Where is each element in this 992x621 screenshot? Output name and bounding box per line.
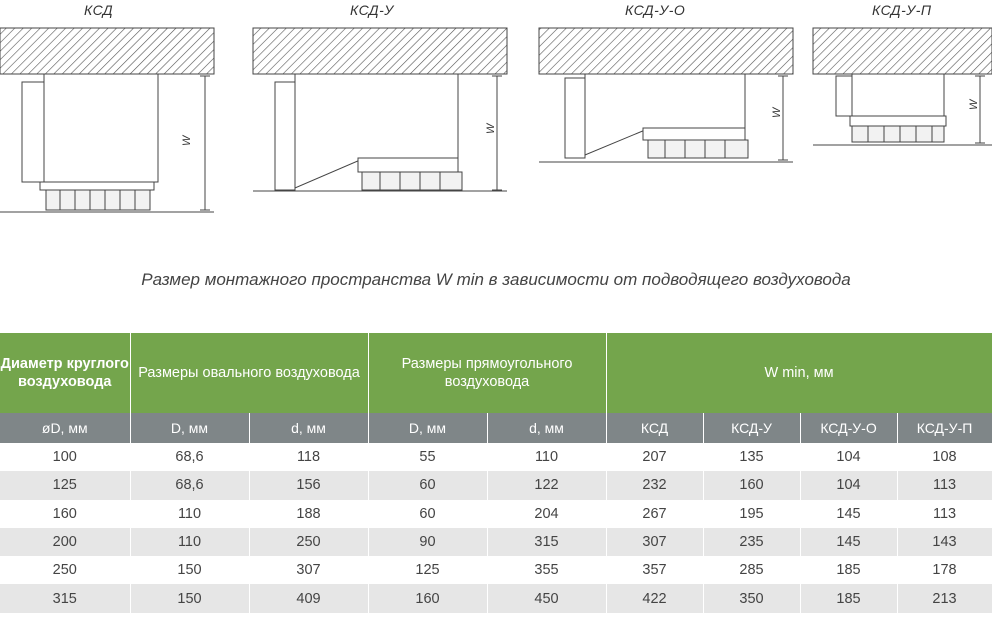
table-cell: 207: [606, 443, 704, 472]
table-cell: 250: [249, 527, 369, 557]
table-cell: 145: [800, 527, 898, 557]
dim-label-ksd: W: [181, 134, 193, 146]
table-cell: 160: [0, 499, 131, 528]
table-cell: 135: [703, 443, 801, 472]
table-cell: 122: [487, 471, 607, 500]
table-cell: 113: [897, 499, 992, 528]
table-cell: 125: [0, 471, 131, 500]
table-cell: 450: [487, 584, 607, 613]
sub-header: D, мм: [368, 413, 488, 443]
diagram-title-ksd-u: КСД-У: [350, 2, 394, 18]
table-cell: 267: [606, 499, 704, 528]
table-cell: 213: [897, 584, 992, 613]
table-cell: 150: [130, 556, 250, 585]
diagrams-drawing: W W W W: [0, 27, 992, 213]
table-cell: 195: [703, 499, 801, 528]
table-cell: 110: [130, 527, 250, 557]
group-header-oval: Размеры овального воздуховода: [130, 333, 369, 413]
table-cell: 232: [606, 471, 704, 500]
table-cell: 104: [800, 443, 898, 472]
table-cell: 178: [897, 556, 992, 585]
table-cell: 100: [0, 443, 131, 472]
table-cell: 156: [249, 471, 369, 500]
diagram-ksd: [0, 27, 215, 213]
group-header-rect: Размеры прямоугольного воздуховода: [368, 333, 607, 413]
dim-label-ksd-u: W: [485, 122, 497, 134]
sub-header: КСД-У-О: [800, 413, 898, 443]
sub-header: КСД-У-П: [897, 413, 992, 443]
dim-label-ksd-u-p: W: [968, 98, 980, 110]
diagram-ksd-u-o: [538, 27, 794, 163]
table-cell: 357: [606, 556, 704, 585]
table-cell: 315: [0, 584, 131, 613]
table-cell: 235: [703, 527, 801, 557]
diagram-title-ksd-u-p: КСД-У-П: [872, 2, 932, 18]
caption: Размер монтажного пространства W min в з…: [141, 270, 851, 289]
diagram-ksd-u-p: [812, 27, 992, 146]
table-cell: 104: [800, 471, 898, 500]
table-cell: 118: [249, 443, 369, 472]
table-cell: 143: [897, 527, 992, 557]
diagram-title-ksd-u-o: КСД-У-О: [625, 2, 686, 18]
sub-header: d, мм: [249, 413, 369, 443]
diagram-ksd-u: [252, 27, 508, 192]
table-cell: 185: [800, 584, 898, 613]
table-cell: 285: [703, 556, 801, 585]
table-cell: 60: [368, 471, 488, 500]
group-header-round: Диаметр круглого воздуховода: [0, 333, 131, 413]
sub-header: КСД: [606, 413, 704, 443]
table-cell: 55: [368, 443, 488, 472]
table-cell: 68,6: [130, 471, 250, 500]
diagram-title-ksd: КСД: [84, 2, 114, 18]
sub-header: КСД-У: [703, 413, 801, 443]
table-cell: 350: [703, 584, 801, 613]
table-cell: 409: [249, 584, 369, 613]
table-cell: 188: [249, 499, 369, 528]
spec-table: Диаметр круглого воздуховода Размеры ова…: [0, 333, 992, 613]
table-cell: 185: [800, 556, 898, 585]
table-cell: 145: [800, 499, 898, 528]
table-cell: 68,6: [130, 443, 250, 472]
table-cell: 113: [897, 471, 992, 500]
table-cell: 200: [0, 527, 131, 557]
table-cell: 422: [606, 584, 704, 613]
sub-header: D, мм: [130, 413, 250, 443]
table-cell: 315: [487, 527, 607, 557]
table-cell: 60: [368, 499, 488, 528]
table-cell: 355: [487, 556, 607, 585]
group-header-wmin: W min, мм: [606, 333, 992, 413]
table-cell: 150: [130, 584, 250, 613]
table-cell: 125: [368, 556, 488, 585]
sub-header: d, мм: [487, 413, 607, 443]
table-cell: 90: [368, 527, 488, 557]
table-cell: 204: [487, 499, 607, 528]
sub-header: øD, мм: [0, 413, 131, 443]
table-cell: 160: [368, 584, 488, 613]
table-cell: 110: [487, 443, 607, 472]
diagrams-area: КСД КСД-У КСД-У-О КСД-У-П: [0, 0, 992, 250]
dim-label-ksd-u-o: W: [771, 106, 783, 118]
table-cell: 307: [249, 556, 369, 585]
table-cell: 108: [897, 443, 992, 472]
table-cell: 160: [703, 471, 801, 500]
table-cell: 250: [0, 556, 131, 585]
table-cell: 307: [606, 527, 704, 557]
table-cell: 110: [130, 499, 250, 528]
